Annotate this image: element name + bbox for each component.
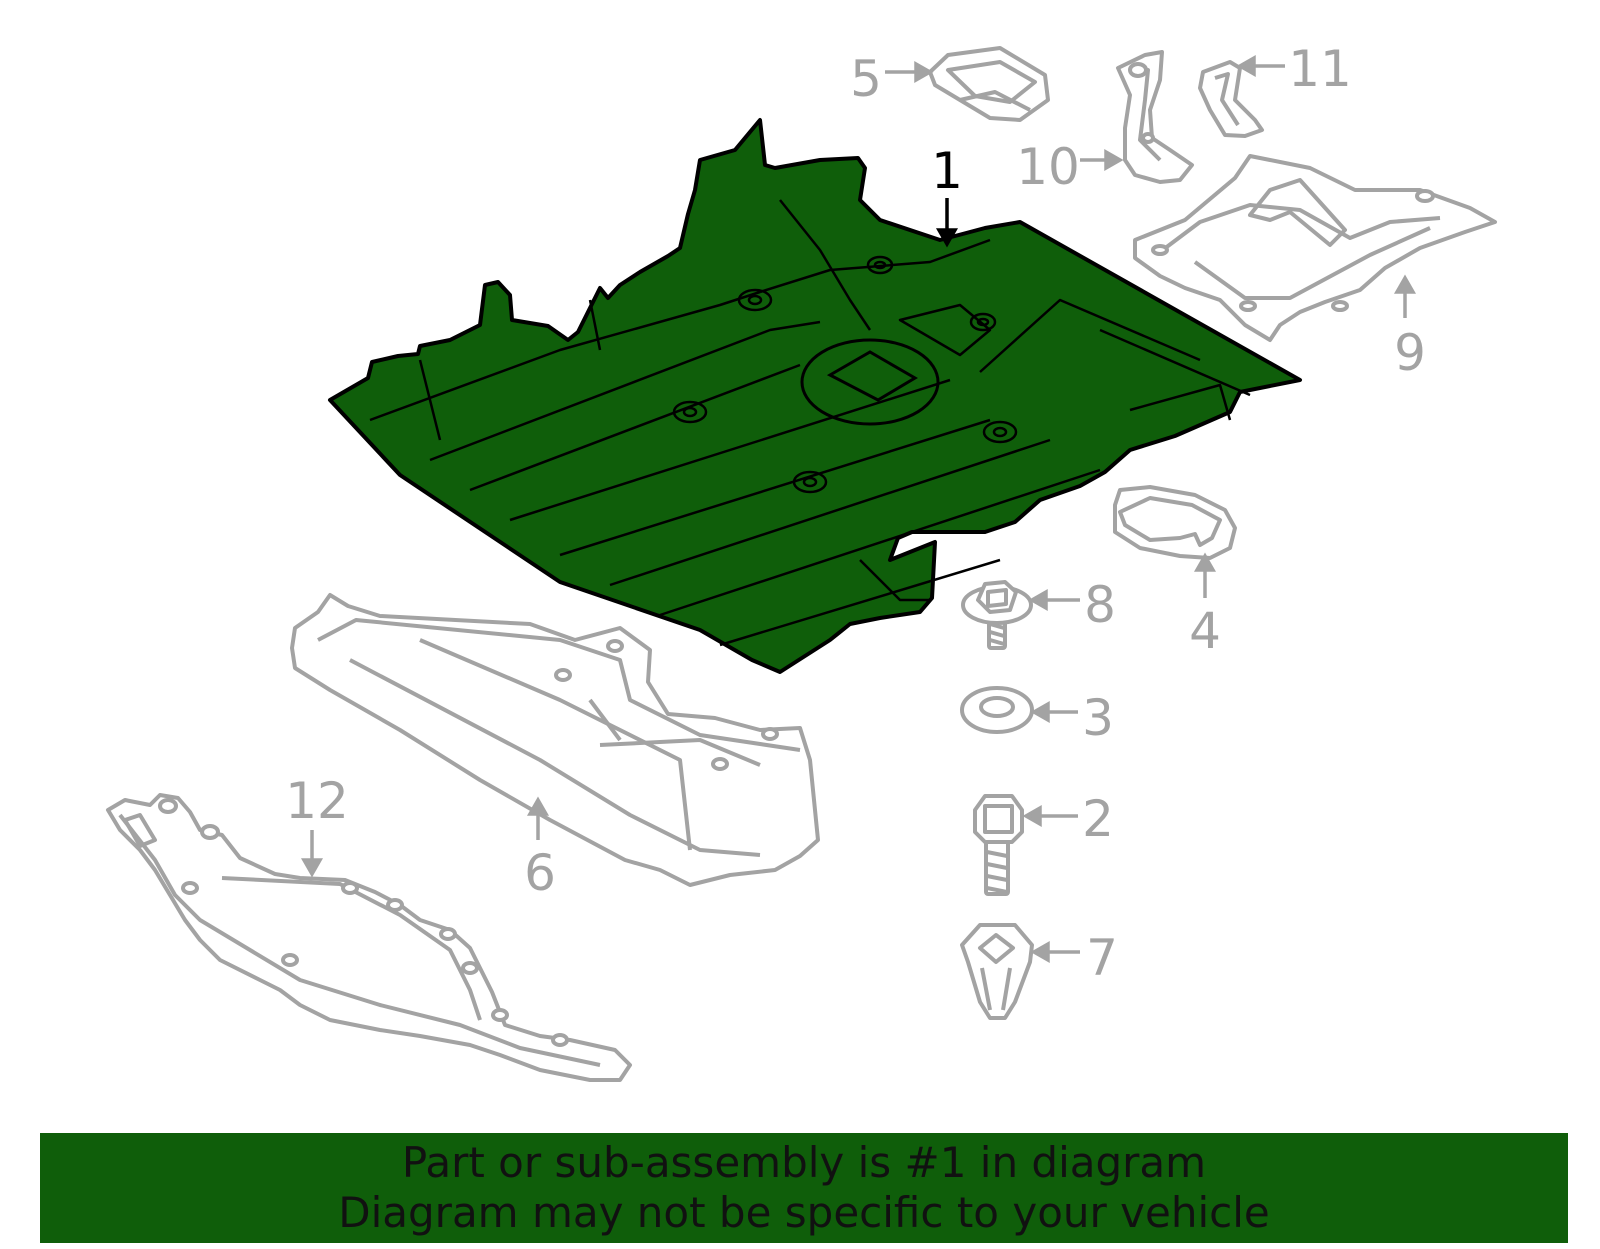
- part-1-ribs: [369, 199, 1251, 647]
- part-4-cover[interactable]: [1113, 485, 1237, 560]
- part-8-bolt[interactable]: [961, 580, 1033, 650]
- parts-diagram: 1 2 3 4 5 6 7 8 9 10 11 12: [106, 40, 1497, 1082]
- callout-6: 6: [524, 844, 556, 902]
- callout-4: 4: [1189, 602, 1221, 660]
- part-1-outline: [328, 118, 1302, 674]
- callout-12: 12: [285, 772, 349, 830]
- part-1-mount-holes: [672, 255, 1018, 494]
- banner-line-disclaimer: Diagram may not be specific to your vehi…: [338, 1188, 1270, 1237]
- callout-arrows: [300, 54, 1417, 964]
- callout-3: 3: [1082, 689, 1114, 747]
- part-1-engine-undercover[interactable]: [328, 118, 1302, 674]
- part-9-side-shield[interactable]: [1133, 154, 1497, 342]
- part-3-washer[interactable]: [960, 686, 1034, 734]
- callout-5: 5: [850, 50, 882, 108]
- callout-2: 2: [1082, 790, 1114, 848]
- part-10-bracket[interactable]: [1116, 50, 1194, 184]
- callout-10: 10: [1016, 138, 1080, 196]
- part-6-lower-shield[interactable]: [290, 593, 820, 887]
- callout-11: 11: [1288, 40, 1352, 98]
- part-2-bolt[interactable]: [973, 794, 1024, 896]
- callout-1: 1: [931, 142, 963, 200]
- callout-9: 9: [1394, 324, 1426, 382]
- callout-labels: 1 2 3 4 5 6 7 8 9 10 11 12: [285, 40, 1426, 987]
- part-5-bracket[interactable]: [928, 46, 1050, 122]
- part-1-center-port: [800, 338, 940, 426]
- callout-8: 8: [1084, 576, 1116, 634]
- part-7-clip[interactable]: [960, 923, 1034, 1020]
- banner-line-part: Part or sub-assembly is #1 in diagram: [401, 1138, 1207, 1187]
- callout-7: 7: [1086, 929, 1118, 987]
- part-12-splash-shield[interactable]: [106, 793, 632, 1082]
- info-banner: Part or sub-assembly is #1 in diagram Di…: [40, 1133, 1568, 1243]
